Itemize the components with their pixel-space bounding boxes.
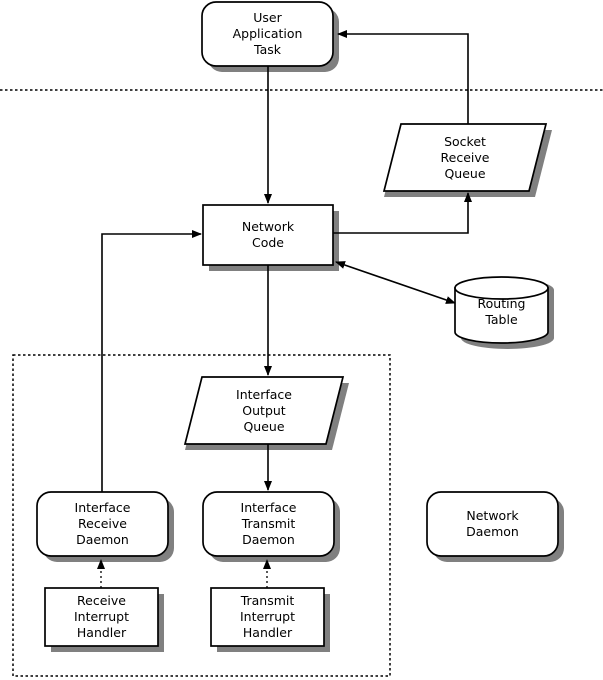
node-transmit-interrupt-handler[interactable] xyxy=(210,587,325,647)
edge-network-code-routing-table xyxy=(335,261,456,304)
boundary-layer xyxy=(0,89,603,677)
node-routing-table[interactable] xyxy=(454,276,549,344)
node-network-daemon[interactable] xyxy=(426,491,559,557)
edge-receive-daemon-to-network-code xyxy=(101,230,202,492)
node-network-code[interactable] xyxy=(202,204,334,266)
node-socket-receive-queue[interactable] xyxy=(382,123,548,192)
edge-layer xyxy=(97,30,472,588)
node-receive-interrupt-handler[interactable] xyxy=(44,587,159,647)
node-user-application-task[interactable] xyxy=(201,1,334,67)
node-interface-transmit-daemon[interactable] xyxy=(202,491,335,557)
node-interface-receive-daemon[interactable] xyxy=(36,491,169,557)
edge-network-code-to-socket-queue xyxy=(333,192,472,234)
boundary-interface-driver-region xyxy=(12,354,391,677)
node-shape-layer xyxy=(36,1,559,647)
edge-socket-queue-to-user-app xyxy=(337,30,469,124)
node-interface-output-queue[interactable] xyxy=(183,376,345,445)
